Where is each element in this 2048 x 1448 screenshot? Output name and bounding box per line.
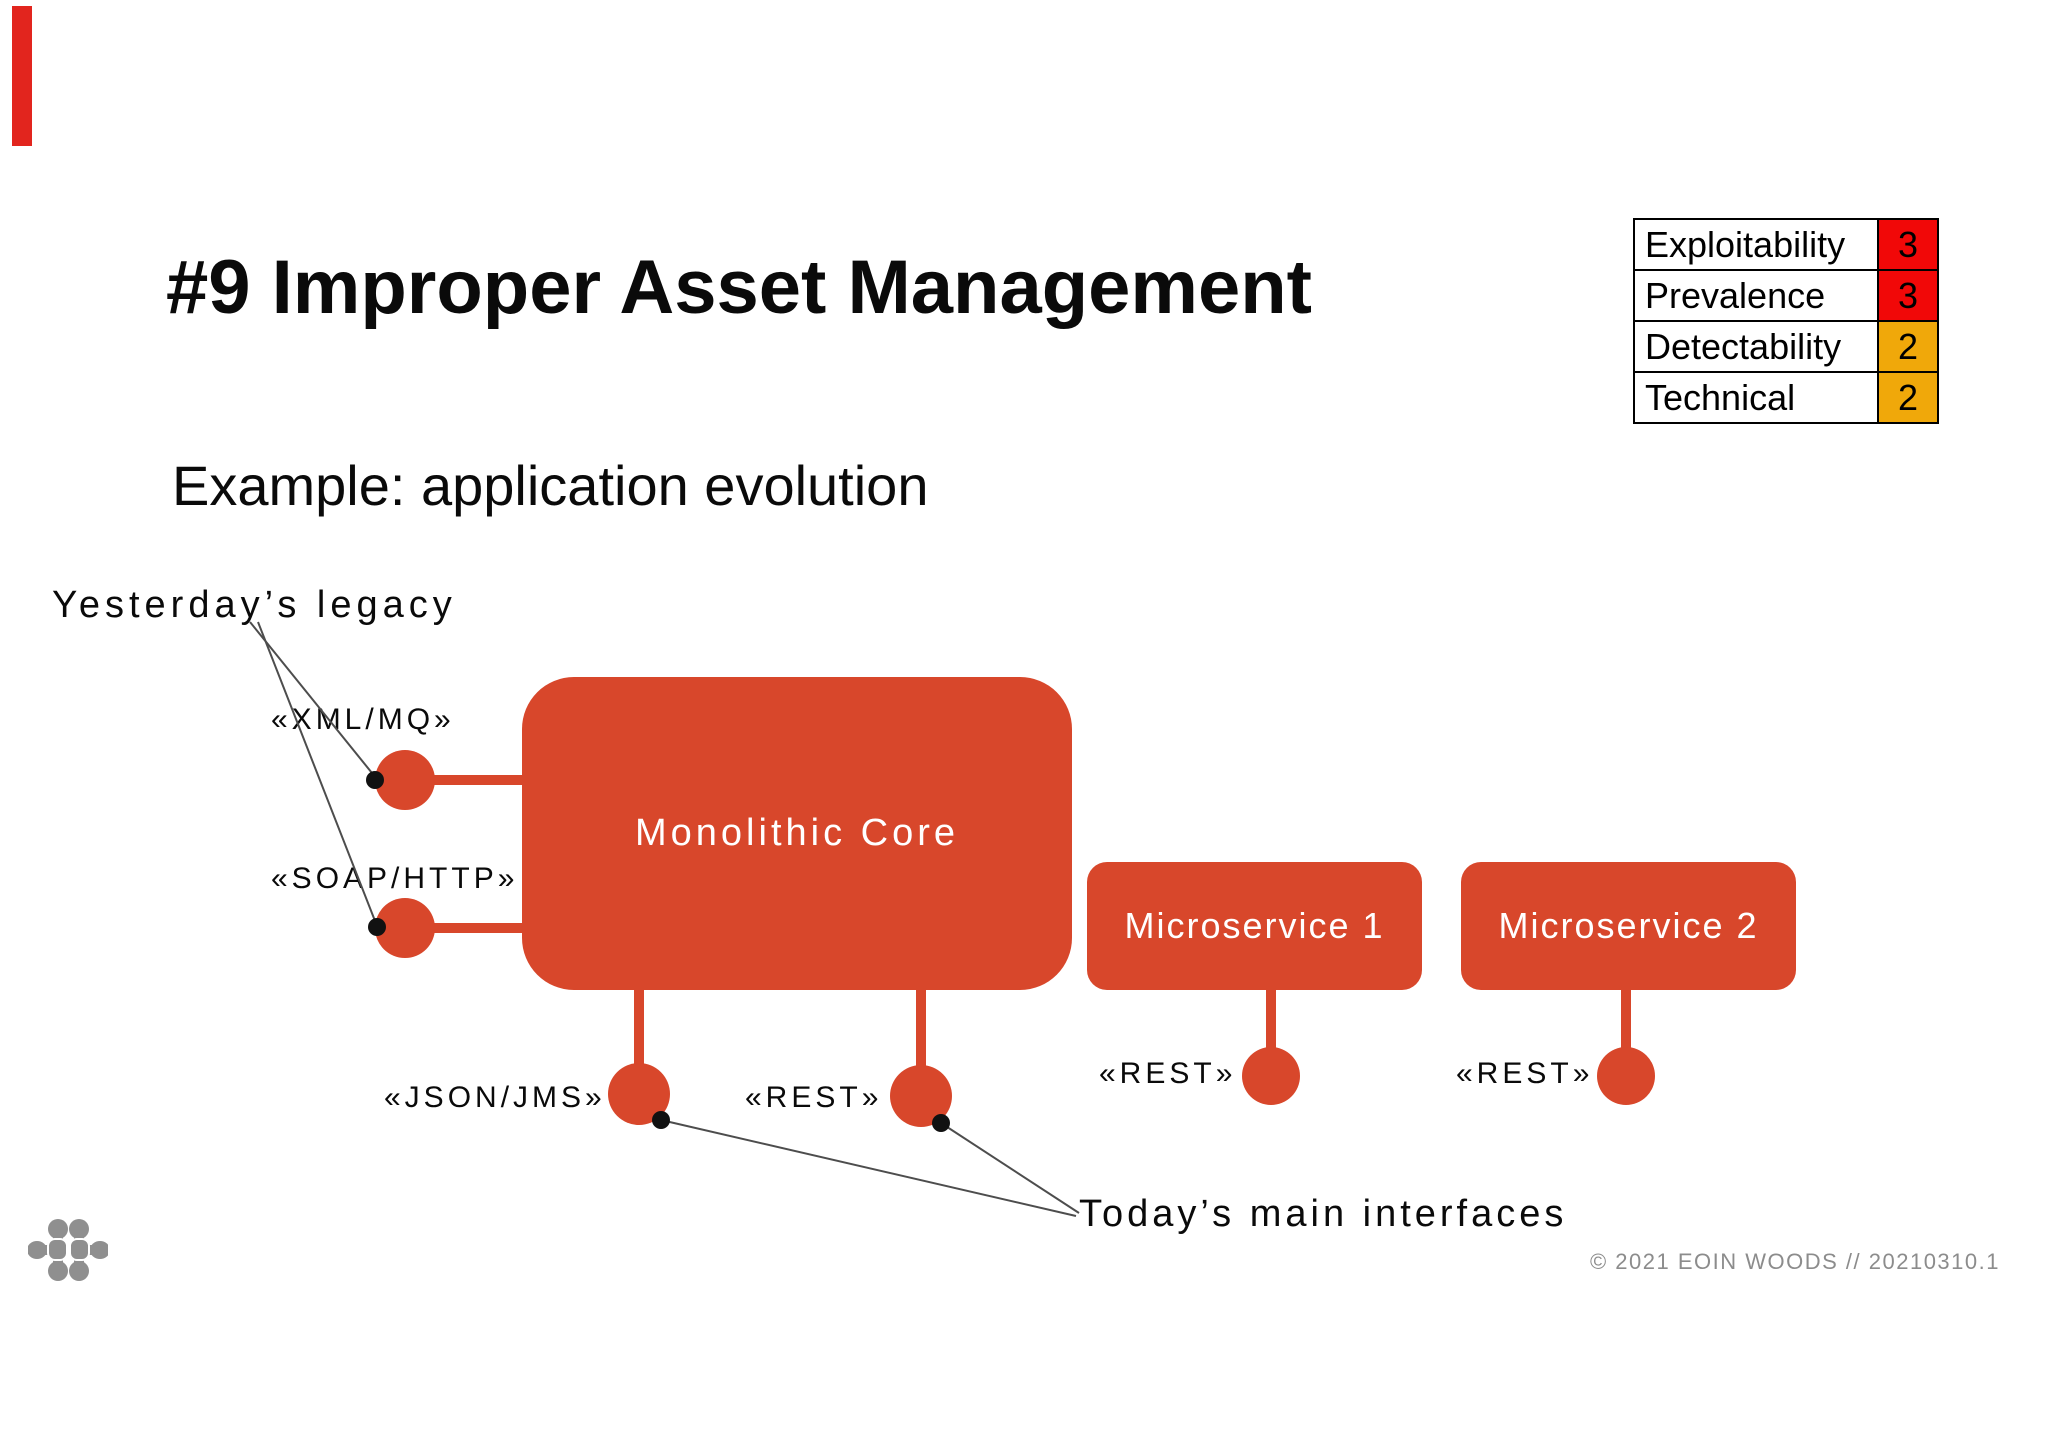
today-leader-line-2 [940, 1122, 1080, 1214]
risk-label: Prevalence [1633, 269, 1879, 322]
flower-logo [28, 1219, 108, 1281]
microservice-1-label: Microservice 1 [1124, 905, 1385, 946]
today-annotation: Today’s main interfaces [1079, 1193, 1568, 1235]
interface-label-rest-micro1: «REST» [1099, 1057, 1237, 1090]
port-xml-mq [375, 750, 435, 810]
port-rest-monolith [890, 1065, 952, 1127]
interface-label-soap-http: «SOAP/HTTP» [271, 862, 519, 895]
risk-label: Detectability [1633, 320, 1879, 373]
connector-json-jms [634, 988, 644, 1066]
legacy-annotation: Yesterday’s legacy [52, 584, 457, 626]
interface-label-xml-mq: «XML/MQ» [271, 703, 455, 736]
today-leader-line-1 [660, 1119, 1077, 1217]
slide-accent-bar [12, 6, 32, 146]
interface-label-json-jms: «JSON/JMS» [384, 1081, 606, 1114]
copyright-text: © 2021 EOIN WOODS // 20210310.1 [1589, 1249, 2000, 1274]
risk-value: 3 [1877, 269, 1939, 322]
monolith-label: Monolithic Core [635, 812, 959, 854]
risk-value: 2 [1877, 320, 1939, 373]
risk-label: Technical [1633, 371, 1879, 424]
microservice-2-label: Microservice 2 [1498, 905, 1759, 946]
monolith-box: Monolithic Core [522, 677, 1072, 990]
interface-label-rest-monolith: «REST» [745, 1081, 883, 1114]
table-row: Prevalence 3 [1633, 269, 1939, 322]
table-row: Exploitability 3 [1633, 218, 1939, 271]
table-row: Technical 2 [1633, 371, 1939, 424]
microservice-2-box: Microservice 2 [1461, 862, 1796, 990]
port-rest-micro2 [1597, 1047, 1655, 1105]
port-rest-micro1 [1242, 1047, 1300, 1105]
table-row: Detectability 2 [1633, 320, 1939, 373]
slide-subtitle: Example: application evolution [172, 454, 929, 517]
legacy-leader-line-1 [249, 621, 377, 779]
risk-label: Exploitability [1633, 218, 1879, 271]
connector-rest-micro1 [1266, 988, 1276, 1050]
connector-rest-monolith [916, 988, 926, 1068]
connector-soap-http [432, 923, 526, 933]
risk-value: 2 [1877, 371, 1939, 424]
risk-rating-table: Exploitability 3 Prevalence 3 Detectabil… [1633, 218, 1939, 424]
interface-label-rest-micro2: «REST» [1456, 1057, 1594, 1090]
page-title: #9 Improper Asset Management [166, 245, 1312, 330]
risk-value: 3 [1877, 218, 1939, 271]
port-soap-http [375, 898, 435, 958]
connector-rest-micro2 [1621, 988, 1631, 1050]
port-json-jms [608, 1063, 670, 1125]
microservice-1-box: Microservice 1 [1087, 862, 1422, 990]
connector-xml-mq [432, 775, 526, 785]
